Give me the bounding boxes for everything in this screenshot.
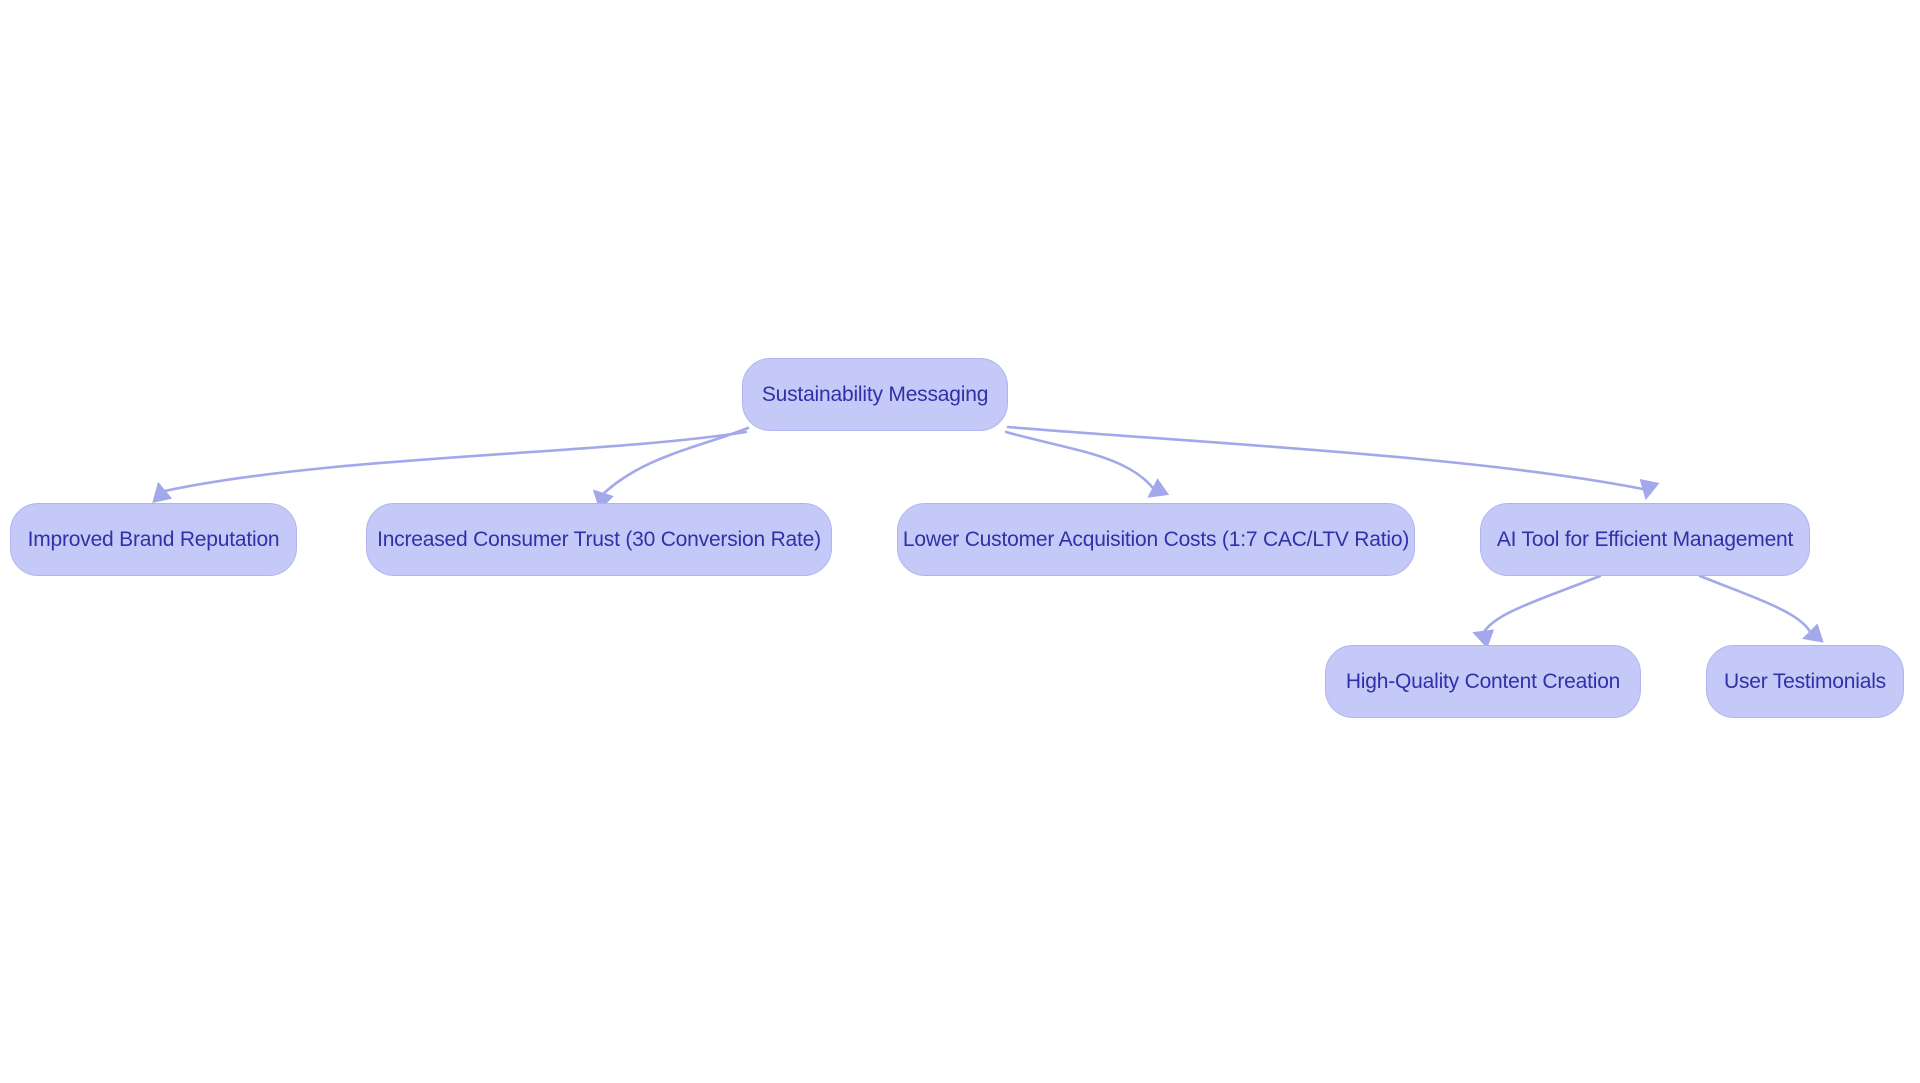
flow-node-label: High-Quality Content Creation [1345,669,1621,693]
flow-node-cac[interactable]: Lower Customer Acquisition Costs (1:7 CA… [897,503,1415,576]
flow-edge-root-to-cac [1004,430,1170,498]
flow-edge-root-to-trust [592,426,750,511]
flow-node-label: Lower Customer Acquisition Costs (1:7 CA… [902,527,1410,551]
flow-node-label: Sustainability Messaging [761,382,989,406]
flow-edge-aitool-to-content [1472,574,1602,649]
flow-node-trust[interactable]: Increased Consumer Trust (30 Conversion … [366,503,832,576]
flow-node-label: Improved Brand Reputation [27,527,280,551]
flow-node-label: Increased Consumer Trust (30 Conversion … [377,527,821,551]
flow-node-root[interactable]: Sustainability Messaging [742,358,1008,431]
flow-node-label: AI Tool for Efficient Management [1496,527,1794,551]
flow-node-aitool[interactable]: AI Tool for Efficient Management [1480,503,1810,576]
flow-node-label: User Testimonials [1724,669,1886,693]
flow-edge-aitool-to-testimonials [1698,574,1824,643]
flow-edge-root-to-brand [152,430,748,503]
flow-node-brand[interactable]: Improved Brand Reputation [10,503,297,576]
flow-node-content[interactable]: High-Quality Content Creation [1325,645,1641,718]
flow-node-testimonials[interactable]: User Testimonials [1706,645,1904,718]
flow-edge-root-to-aitool [1006,425,1660,501]
